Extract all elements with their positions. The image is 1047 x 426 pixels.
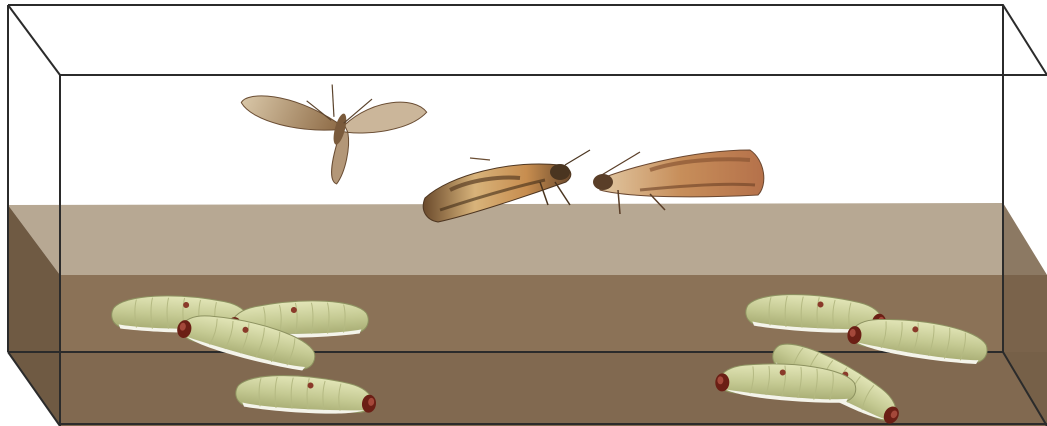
container-box-icon [8, 5, 1047, 426]
moth-icon [241, 32, 439, 206]
